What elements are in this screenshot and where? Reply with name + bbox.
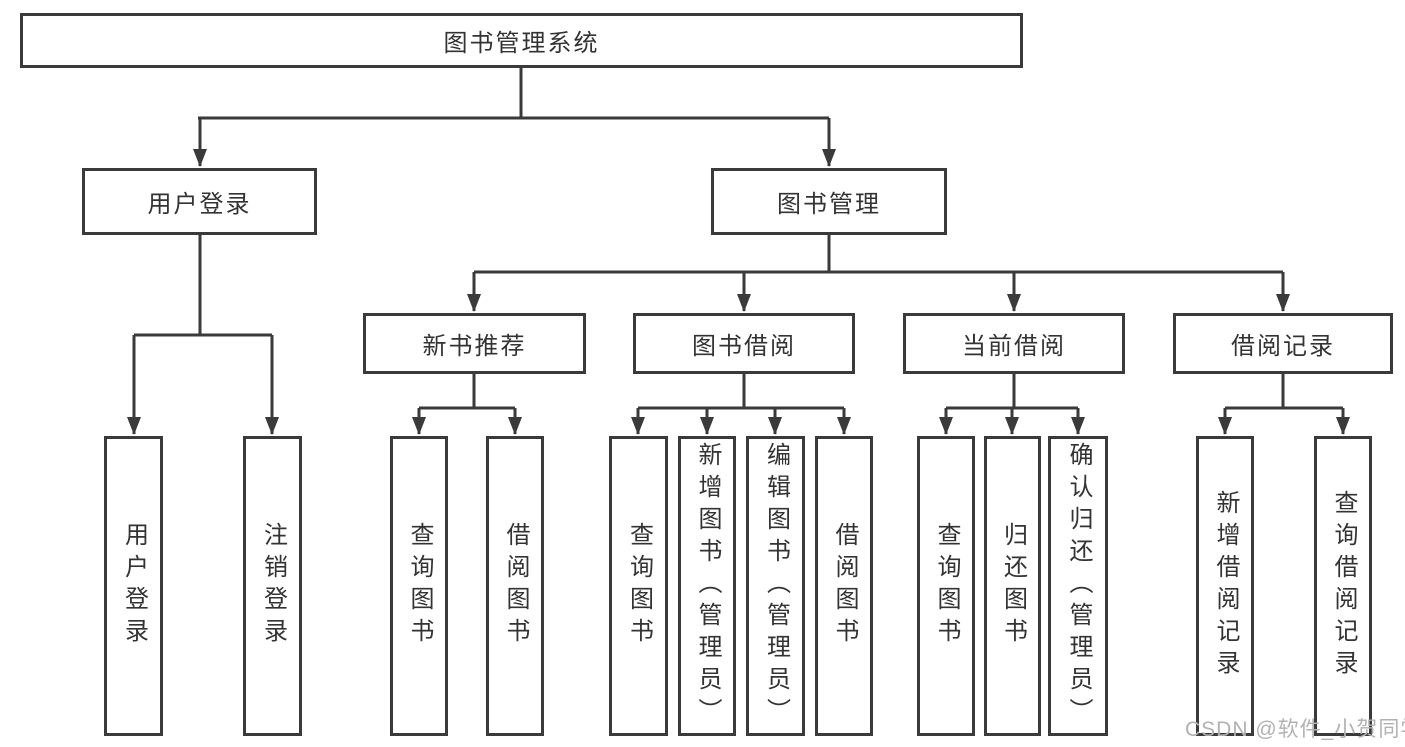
node-leaf-query-books: 查询图书 [609,436,668,736]
node-user-login-module: 用户登录 [82,168,317,235]
node-book-borrow: 图书借阅 [633,313,855,374]
node-library-management-system: 图书管理系统 [20,13,1023,68]
node-current-borrow: 当前借阅 [903,313,1125,374]
node-label: 用户登录 [147,191,252,218]
node-new-book-recommend: 新书推荐 [363,313,586,374]
node-leaf-query-books: 查询图书 [917,436,975,736]
edges-login [127,235,279,435]
node-label: 编辑图书（管理员） [762,442,790,730]
node-leaf-add-books-admin: 新增图书（管理员） [678,436,736,736]
edges-root [193,68,836,167]
node-label: 图书管理 [777,191,881,218]
node-leaf-borrow-books: 借阅图书 [815,436,873,736]
edges-newbook [412,374,522,435]
node-leaf-confirm-return-admin: 确认归还（管理员） [1048,436,1108,736]
node-label: 确认归还（管理员） [1065,442,1092,730]
node-leaf-query-borrow-record: 查询借阅记录 [1314,436,1372,736]
node-leaf-logout: 注销登录 [243,436,302,736]
node-label: 借阅图书 [831,522,858,650]
edges-borrow [631,374,851,435]
node-leaf-user-login: 用户登录 [104,436,163,736]
edges-current [939,374,1085,435]
node-label: 查询图书 [406,522,433,650]
node-label: 用户登录 [120,522,148,650]
node-book-management-module: 图书管理 [711,168,947,235]
csdn-watermark: CSDN @软件_小贺同学 [1185,718,1405,741]
node-leaf-add-borrow-record: 新增借阅记录 [1196,436,1254,736]
node-label: 新增借阅记录 [1212,490,1239,682]
node-borrow-records: 借阅记录 [1173,313,1393,374]
node-label: 图书管理系统 [443,30,600,57]
node-label: 当前借阅 [962,333,1066,360]
node-leaf-query-books: 查询图书 [390,436,448,736]
node-label: 查询图书 [933,522,960,650]
node-leaf-borrow-books: 借阅图书 [486,436,544,736]
node-label: 图书借阅 [692,333,796,360]
node-label: 借阅记录 [1231,333,1335,360]
node-label: 借阅图书 [502,522,529,650]
node-label: 注销登录 [259,522,287,650]
node-leaf-edit-books-admin: 编辑图书（管理员） [746,436,805,736]
edges-record [1218,374,1350,435]
edges-mgmt [467,235,1290,312]
node-label: 归还图书 [999,522,1027,650]
node-label: 查询图书 [625,522,653,650]
node-leaf-return-books: 归还图书 [984,436,1041,736]
node-label: 新书推荐 [422,333,527,360]
node-label: 新增图书（管理员） [694,442,721,730]
node-label: 查询借阅记录 [1330,490,1357,682]
